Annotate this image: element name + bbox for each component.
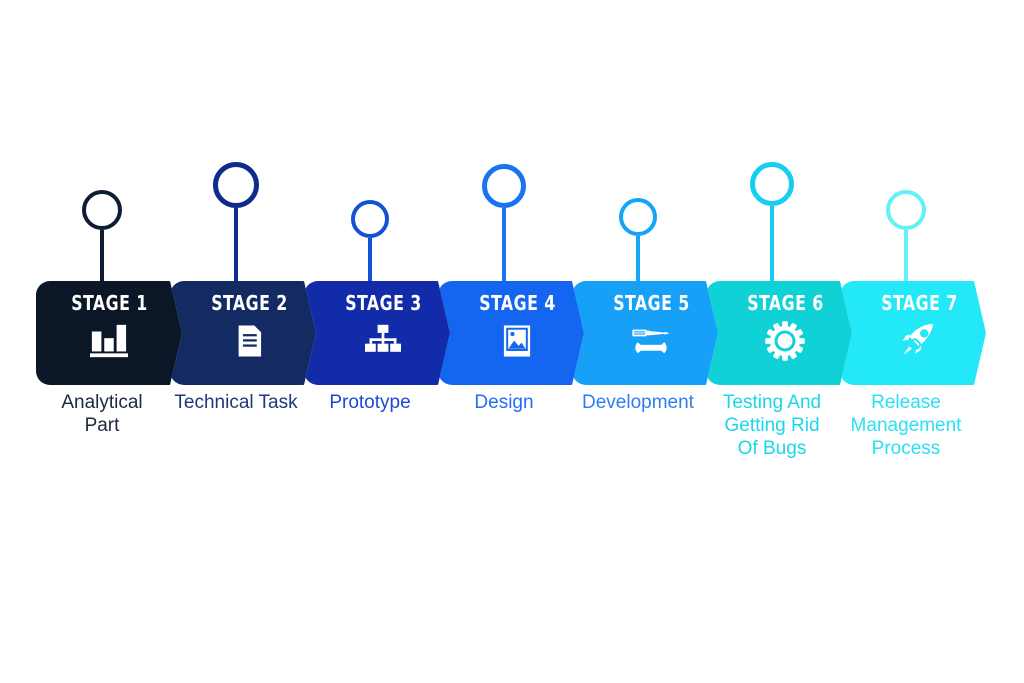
stage-labels-layer: Analytical Part Technical Task Prototype De…: [0, 391, 1024, 511]
tools-icon: [629, 321, 673, 361]
pin-circle-icon: [750, 162, 794, 206]
image-icon: [495, 321, 539, 361]
stage-box-5[interactable]: STAGE 5: [572, 281, 718, 385]
bar-chart-icon: [87, 321, 131, 361]
stage-title-4: STAGE 4: [478, 291, 556, 315]
pin-circle-icon: [619, 198, 657, 236]
stage-title-5: STAGE 5: [612, 291, 690, 315]
pin-circle-icon: [213, 162, 259, 208]
stage-box-4[interactable]: STAGE 4: [438, 281, 584, 385]
pin-stem: [100, 230, 104, 290]
gear-icon: [763, 321, 807, 361]
stage-label-2: Technical Task: [174, 392, 298, 413]
stage-label-1: Analytical Part: [61, 392, 143, 437]
pin-stem: [770, 206, 774, 290]
pin-stem: [234, 208, 238, 290]
stage-label-6: Testing And Getting Rid Of Bugs: [722, 392, 822, 460]
pin-stem: [502, 208, 506, 290]
stage-pin-2: [213, 162, 259, 290]
stage-box-2[interactable]: STAGE 2: [170, 281, 316, 385]
stage-boxes-strip: STAGE 1 STAGE 2 STAGE 3 STAGE 4 STAGE 5: [36, 281, 986, 385]
pin-markers-layer: [0, 0, 1024, 290]
pin-circle-icon: [482, 164, 526, 208]
rocket-icon: [897, 321, 941, 361]
pin-stem: [904, 230, 908, 290]
document-icon: [227, 321, 271, 361]
stage-title-6: STAGE 6: [746, 291, 824, 315]
stage-box-7[interactable]: STAGE 7: [840, 281, 986, 385]
sitemap-icon: [361, 321, 405, 361]
pin-circle-icon: [82, 190, 122, 230]
stage-title-1: STAGE 1: [70, 291, 148, 315]
stage-title-2: STAGE 2: [210, 291, 288, 315]
pin-circle-icon: [886, 190, 926, 230]
stage-label-3: Prototype: [329, 392, 411, 413]
pin-circle-icon: [351, 200, 389, 238]
stage-label-7: Release Management Process: [850, 392, 962, 460]
stage-pin-4: [482, 164, 526, 290]
stage-box-1[interactable]: STAGE 1: [36, 281, 182, 385]
stage-box-3[interactable]: STAGE 3: [304, 281, 450, 385]
pin-stem: [368, 238, 372, 290]
stage-title-3: STAGE 3: [344, 291, 422, 315]
stage-pin-7: [886, 190, 926, 290]
pin-stem: [636, 236, 640, 290]
stage-label-4: Design: [474, 392, 534, 413]
stage-pin-1: [82, 190, 122, 290]
stage-pin-5: [619, 198, 657, 290]
stage-box-6[interactable]: STAGE 6: [706, 281, 852, 385]
stage-pin-3: [351, 200, 389, 290]
stage-pin-6: [750, 162, 794, 290]
stage-label-5: Development: [582, 392, 694, 413]
stage-title-7: STAGE 7: [880, 291, 958, 315]
